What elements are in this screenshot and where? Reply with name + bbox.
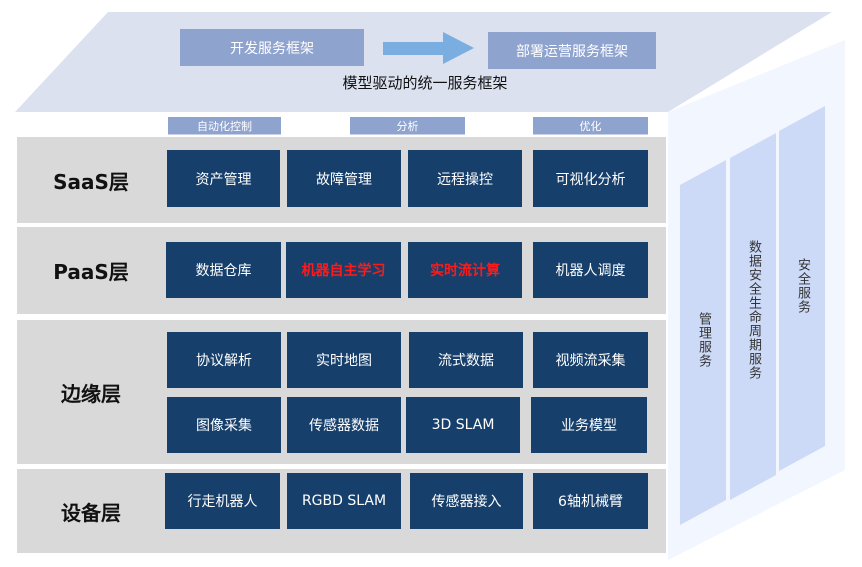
layer-label: SaaS层 [53, 169, 129, 194]
module-box: 视频流采集 [533, 332, 648, 388]
module-box: 数据仓库 [166, 242, 281, 298]
side-service-data-security: 数据安全生命周期服务 [746, 240, 761, 380]
layer-label: PaaS层 [53, 260, 129, 284]
side-strip-security [779, 106, 825, 471]
module-box: 传感器数据 [287, 397, 401, 453]
side-strip-data-security [730, 133, 776, 500]
module-box: RGBD SLAM [287, 473, 401, 529]
layer-saas: SaaS层 资产管理 故障管理 远程操控 可视化分析 [17, 137, 666, 223]
module-box: 机器人调度 [533, 242, 648, 298]
module-box: 图像采集 [167, 397, 281, 453]
module-box: 资产管理 [167, 150, 280, 207]
module-box: 6轴机械臂 [533, 473, 648, 529]
layer-edge: 边缘层 协议解析 实时地图 流式数据 视频流采集 图像采集 传感器数据 3D S… [17, 320, 666, 464]
layer-device: 设备层 行走机器人 RGBD SLAM 传感器接入 6轴机械臂 [17, 469, 666, 553]
dev-framework-box: 开发服务框架 [180, 29, 364, 66]
deploy-framework-box: 部署运营服务框架 [488, 32, 656, 69]
module-box-highlight: 实时流计算 [408, 242, 522, 298]
module-box: 传感器接入 [410, 473, 523, 529]
side-service-management: 管理服务 [696, 312, 711, 368]
arrow-icon [383, 32, 474, 64]
tag-automation: 自动化控制 [168, 117, 281, 135]
module-box-highlight: 机器自主学习 [286, 242, 401, 298]
side-strip-management [680, 160, 726, 525]
module-box: 可视化分析 [533, 150, 648, 207]
module-box: 流式数据 [409, 332, 523, 388]
module-box: 3D SLAM [406, 397, 520, 453]
module-box: 故障管理 [287, 150, 401, 207]
layer-label: 边缘层 [61, 381, 121, 406]
side-service-security: 安全服务 [795, 258, 810, 314]
layer-label: 设备层 [61, 500, 121, 525]
module-box: 实时地图 [287, 332, 401, 388]
module-box: 行走机器人 [165, 473, 280, 529]
tag-optimization: 优化 [533, 117, 648, 135]
framework-subtitle: 模型驱动的统一服务框架 [342, 74, 508, 92]
module-box: 协议解析 [167, 332, 281, 388]
tag-analysis: 分析 [350, 117, 465, 135]
module-box: 业务模型 [531, 397, 647, 453]
module-box: 远程操控 [408, 150, 522, 207]
layer-paas: PaaS层 数据仓库 机器自主学习 实时流计算 机器人调度 [17, 227, 666, 314]
